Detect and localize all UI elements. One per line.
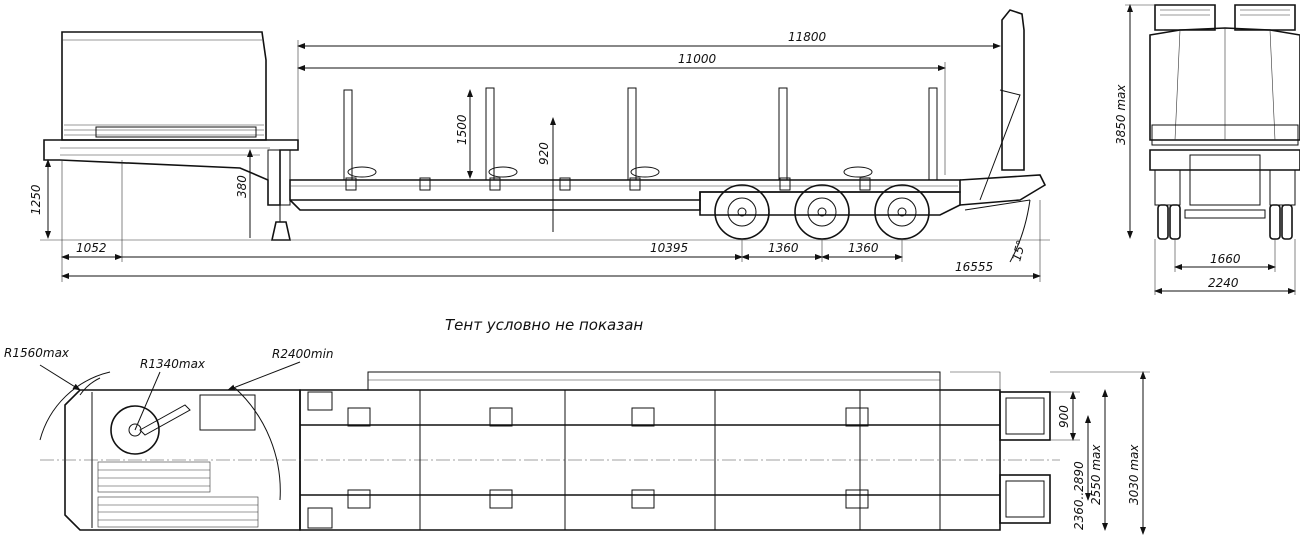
dim-front-overhang: 1052 [76, 241, 107, 255]
dim-width: 2240 [1208, 276, 1239, 290]
dim-axle-spacing-2: 1360 [848, 241, 879, 255]
top-view: R1560max R1340max R2400min 900 2360..289… [4, 346, 1150, 535]
dim-deck-height: 920 [537, 142, 551, 165]
tent-cover [61, 31, 267, 141]
dim-total-length: 16555 [955, 260, 993, 274]
dim-ramp-width: 900 [1057, 405, 1071, 428]
gooseneck [43, 139, 299, 241]
rear-view: 3850 max 1660 2240 [1114, 4, 1300, 295]
dim-ramp-angle: 15° [1009, 239, 1028, 263]
dim-max-width: 3030 max [1127, 444, 1141, 505]
wheels [714, 184, 930, 240]
dim-front-radius: R1560max [4, 346, 70, 360]
kingpin-plate [110, 405, 160, 455]
dim-rear-height: 3850 max [1114, 84, 1128, 145]
dim-front-height: 1250 [29, 184, 43, 215]
dim-axle-spacing-1: 1360 [768, 241, 799, 255]
dim-turn-radius: R2400min [272, 347, 334, 361]
wheel [794, 184, 850, 240]
deck [289, 166, 961, 216]
dim-kingpin-to-axle: 10395 [650, 241, 688, 255]
dim-overall-length: 11800 [788, 30, 827, 44]
top-dimensions: R1560max R1340max R2400min 900 2360..289… [4, 346, 1150, 535]
rear-dimensions: 3850 max 1660 2240 [1114, 4, 1296, 295]
dim-track: 1660 [1210, 252, 1241, 266]
wheel [874, 184, 930, 240]
dim-gooseneck-drop: 380 [235, 175, 249, 198]
ramps-top [999, 391, 1051, 524]
side-dimensions: 11800 11000 1500 920 1250 380 1052 10395… [29, 30, 1041, 282]
side-view: 11800 11000 1500 920 1250 380 1052 10395… [29, 9, 1050, 282]
dim-kingpin-radius: R1340max [140, 357, 206, 371]
dim-stake-height: 1500 [455, 114, 469, 145]
dim-deck-length: 11000 [678, 52, 717, 66]
stake-pockets-top [347, 407, 869, 509]
stakes [343, 87, 938, 181]
tent-note: Тент условно не показан [445, 316, 643, 334]
dim-deck-width: 2550 max [1089, 444, 1103, 505]
rear-ramp [959, 9, 1047, 211]
dim-ramp-spacing: 2360..2890 [1072, 461, 1086, 530]
wheel [714, 184, 770, 240]
